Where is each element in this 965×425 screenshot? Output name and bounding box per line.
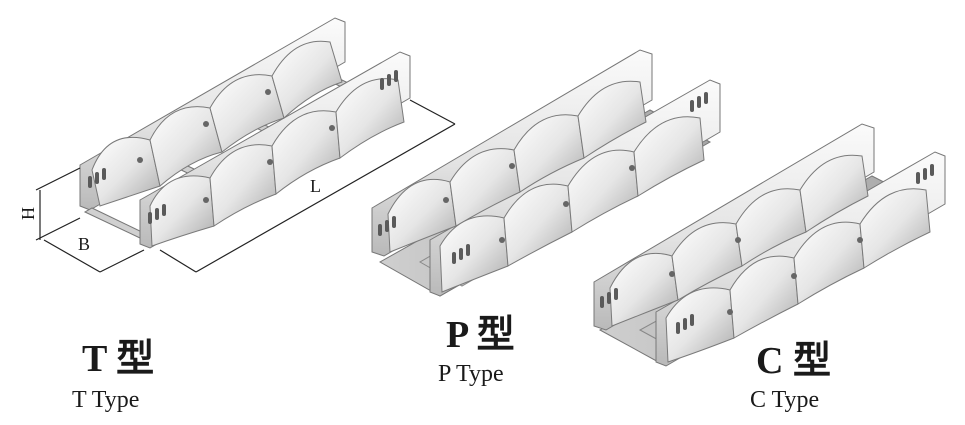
p-slots	[378, 92, 708, 264]
dimension-lines	[35, 99, 456, 273]
t-type-label-cn: T 型	[82, 338, 155, 380]
p-type-label-en: P Type	[438, 361, 504, 387]
t-type-label-en: T Type	[72, 387, 140, 413]
t-front-covers	[149, 78, 405, 247]
t-bolts	[137, 89, 335, 203]
p-type-label-cn: P 型	[446, 314, 515, 356]
p-covers	[387, 80, 705, 293]
dim-label-l: L	[310, 176, 321, 196]
dim-label-h: H	[18, 207, 38, 220]
c-covers	[609, 154, 931, 363]
c-bolts	[669, 237, 863, 315]
c-type-label-cn: C 型	[756, 340, 831, 382]
t-type-tray	[79, 17, 411, 249]
p-bolts	[443, 163, 635, 243]
c-type-tray	[593, 123, 946, 367]
c-type-label-en: C Type	[750, 387, 820, 413]
dim-label-b: B	[78, 234, 90, 254]
p-type-tray	[371, 49, 721, 297]
t-back-covers	[91, 40, 343, 207]
t-slots	[88, 70, 398, 224]
c-slots	[600, 164, 934, 334]
